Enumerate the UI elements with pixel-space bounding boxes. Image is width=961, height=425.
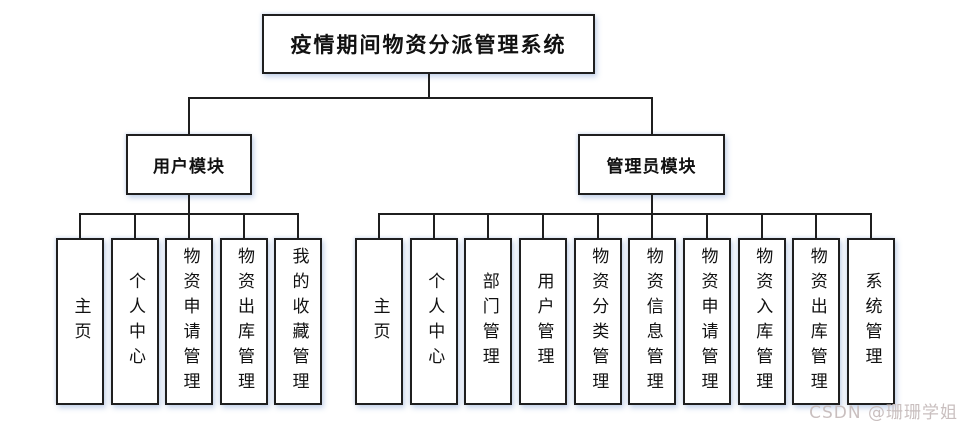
leaf-node-1-9: 系统管理 <box>847 238 895 405</box>
leaf-node-1-4: 物资分类管理 <box>573 238 622 405</box>
connector-leaf-drop <box>188 213 190 238</box>
leaf-node-1-0: 主页 <box>355 238 403 405</box>
leaf-node-1-7: 物资入库管理 <box>737 238 786 405</box>
connector-leaf-drop <box>651 213 654 238</box>
connector-leaf-drop <box>297 213 299 238</box>
leaf-label: 物资申请管理 <box>179 246 200 397</box>
leaf-label: 主页 <box>369 296 390 347</box>
leaf-label: 物资信息管理 <box>642 246 663 397</box>
connector-leaf-drop <box>706 213 708 238</box>
connector-rail-2 <box>378 213 872 215</box>
leaf-node-0-4: 我的收藏管理 <box>274 238 322 405</box>
leaf-label: 物资入库管理 <box>752 246 773 397</box>
leaf-label: 系统管理 <box>861 271 882 372</box>
connector-module-stem <box>650 195 653 215</box>
module-node-1: 管理员模块 <box>578 134 725 195</box>
leaf-label: 个人中心 <box>125 271 145 372</box>
leaf-label: 物资分类管理 <box>588 246 609 397</box>
connector-leaf-drop <box>815 213 818 238</box>
module-node-0: 用户模块 <box>126 134 252 195</box>
leaf-node-1-2: 部门管理 <box>464 238 513 405</box>
leaf-label: 用户管理 <box>533 271 554 372</box>
connector-rail-1 <box>188 97 653 99</box>
connector-leaf-drop <box>760 213 763 238</box>
leaf-label: 物资申请管理 <box>697 246 718 397</box>
leaf-label: 部门管理 <box>478 271 499 372</box>
connector-leaf-drop <box>79 213 81 238</box>
connector-module-stem <box>188 195 190 215</box>
connector-leaf-drop <box>870 213 872 238</box>
leaf-label: 我的收藏管理 <box>288 246 309 397</box>
leaf-node-1-3: 用户管理 <box>519 238 567 405</box>
connector-leaf-drop <box>542 213 544 238</box>
leaf-node-1-8: 物资出库管理 <box>792 238 841 405</box>
leaf-node-0-1: 个人中心 <box>110 238 159 405</box>
connector-leaf-drop <box>242 213 245 238</box>
root-node: 疫情期间物资分派管理系统 <box>262 14 595 74</box>
leaf-label: 物资出库管理 <box>806 246 827 397</box>
connector-leaf-drop <box>596 213 599 238</box>
leaf-node-1-5: 物资信息管理 <box>628 238 677 405</box>
connector-leaf-drop <box>432 213 435 238</box>
leaf-label: 个人中心 <box>424 271 445 372</box>
connector-module-drop <box>188 97 190 134</box>
leaf-label: 主页 <box>70 296 91 347</box>
leaf-node-0-3: 物资出库管理 <box>219 238 268 405</box>
leaf-node-0-0: 主页 <box>56 238 104 405</box>
leaf-node-0-2: 物资申请管理 <box>165 238 213 405</box>
connector-leaf-drop <box>378 213 380 238</box>
leaf-node-1-1: 个人中心 <box>409 238 458 405</box>
connector-leaf-drop <box>487 213 490 238</box>
leaf-node-1-6: 物资申请管理 <box>683 238 731 405</box>
connector-module-drop <box>650 97 653 134</box>
connector-leaf-drop <box>133 213 136 238</box>
connector-title-drop <box>427 74 430 99</box>
leaf-label: 物资出库管理 <box>234 246 254 397</box>
